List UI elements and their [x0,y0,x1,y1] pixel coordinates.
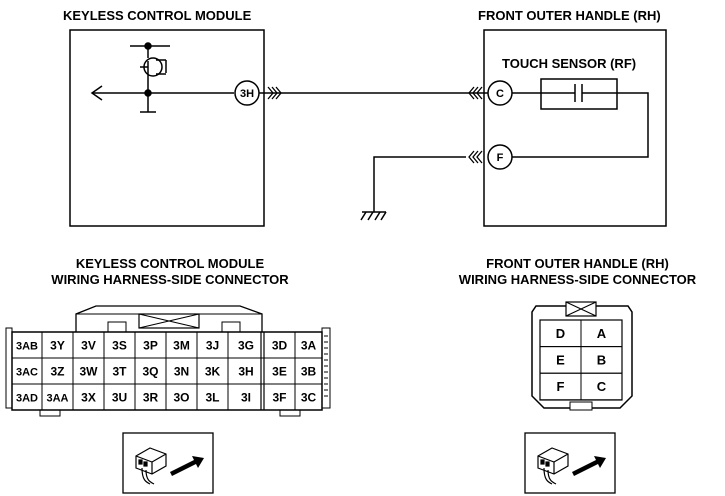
module-pin-label: 3D [272,339,288,353]
module-connector-title-2: WIRING HARNESS-SIDE CONNECTOR [51,272,289,287]
handle-pin-label: B [597,353,606,368]
module-pin-label: 3K [205,365,221,379]
module-pin-label: 3F [272,391,286,405]
wiring-schematic: 3H C F [69,29,667,227]
module-pin-label: 3AB [16,341,38,353]
handle-cell [580,372,623,401]
handle-pin-label: C [597,379,607,394]
terminal-3h [234,80,260,106]
connector-chevrons-f [468,150,483,164]
module-pin-label: 3J [206,339,219,353]
module-pin-label: 3Q [142,365,158,379]
module-pin-label: 3B [301,365,317,379]
module-pin-label: 3I [241,391,251,405]
module-pin-label: 3AA [46,393,68,405]
handle-pin-label: D [556,326,565,341]
module-pin-label: 3P [143,339,158,353]
module-box [69,29,265,227]
handle-pin-label: A [597,326,607,341]
module-pin-label: 3AC [16,367,38,379]
handle-connector-title-1: FRONT OUTER HANDLE (RH) [486,256,669,271]
terminal-c-label: C [496,88,504,100]
module-pin-cell [294,383,323,411]
transistor-symbol [130,42,170,113]
connector-chevrons-c [468,86,483,100]
module-connector-title-1: KEYLESS CONTROL MODULE [75,256,265,271]
module-pin-label: 3A [301,339,317,353]
ground-icon [360,211,387,221]
module-pin-label: 3T [112,365,127,379]
module-pin-label: 3H [238,365,253,379]
module-pin-label: 3E [272,365,287,379]
connector-view-icon-left [122,432,214,494]
handle-connector-face: D A E B F C [531,301,633,411]
handle-connector-title-2: WIRING HARNESS-SIDE CONNECTOR [458,272,697,287]
latch-mark [138,313,200,329]
handle-title: FRONT OUTER HANDLE (RH) [478,8,661,23]
connector-view-icon-right [524,432,616,494]
terminal-3h-label: 3H [240,88,254,100]
module-pin-label: 3N [174,365,189,379]
handle-pin-label: F [557,379,565,394]
module-pin-label: 3S [112,339,127,353]
handle-box [483,29,667,227]
terminal-f [487,144,513,170]
module-pin-label: 3U [112,391,127,405]
terminal-f-label: F [497,152,504,164]
module-pin-label: 3R [143,391,159,405]
capacitor-symbol [541,84,617,102]
module-pin-label: 3L [205,391,219,405]
module-pin-label: 3V [81,339,96,353]
module-pin-label: 3X [81,391,96,405]
module-title: KEYLESS CONTROL MODULE [63,8,252,23]
module-pin-label: 3O [173,391,189,405]
module-pin-label: 3C [301,391,317,405]
module-connector-face: 3AB 3Y 3V 3S 3P 3M 3J 3G 3D 3A 3AC 3Z 3W 3T 3Q 3N 3K 3H 3E… [5,305,331,417]
module-pin-label: 3W [80,365,99,379]
module-pin-label: 3AD [16,393,38,405]
arrow-left-icon [90,85,103,101]
module-pin-label: 3Z [50,365,64,379]
touch-sensor-label: TOUCH SENSOR (RF) [502,56,637,71]
handle-pin-grid: D A E B F C [539,319,623,401]
connector-chevrons-module [267,86,282,100]
module-pin-label: 3G [238,339,254,353]
module-pin-label: 3Y [50,339,65,353]
handle-pin-label: E [556,353,565,368]
touch-sensor-box [540,78,618,110]
module-pin-grid: 3AB 3Y 3V 3S 3P 3M 3J 3G 3D 3A 3AC 3Z 3W 3T 3Q 3N 3K 3H 3E… [11,331,323,411]
module-pin-label: 3M [173,339,190,353]
